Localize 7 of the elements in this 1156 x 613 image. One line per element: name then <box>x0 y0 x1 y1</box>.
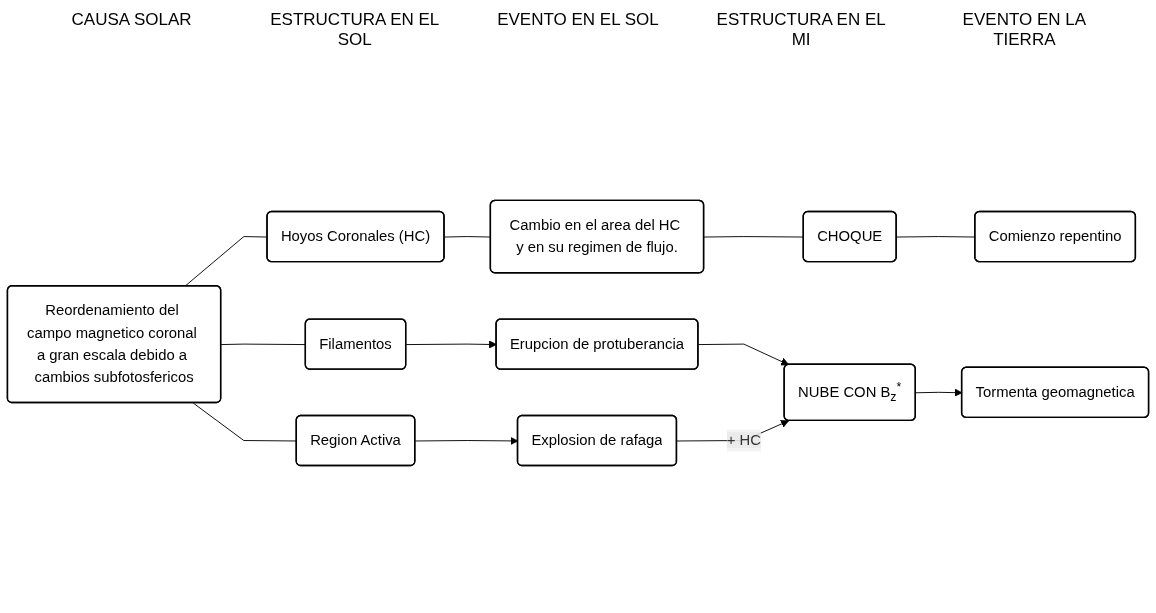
column-heading: CAUSA SOLAR <box>70 10 193 31</box>
column-heading: ESTRUCTURA EN EL MI <box>715 10 887 51</box>
connector <box>184 235 268 287</box>
column-heading: ESTRUCTURA EN EL SOL <box>269 10 441 51</box>
column-heading: EVENTO EN EL SOL <box>496 10 660 31</box>
edge-label: + HC <box>726 431 761 448</box>
column-heading: EVENTO EN LA TIERRA <box>961 10 1088 51</box>
